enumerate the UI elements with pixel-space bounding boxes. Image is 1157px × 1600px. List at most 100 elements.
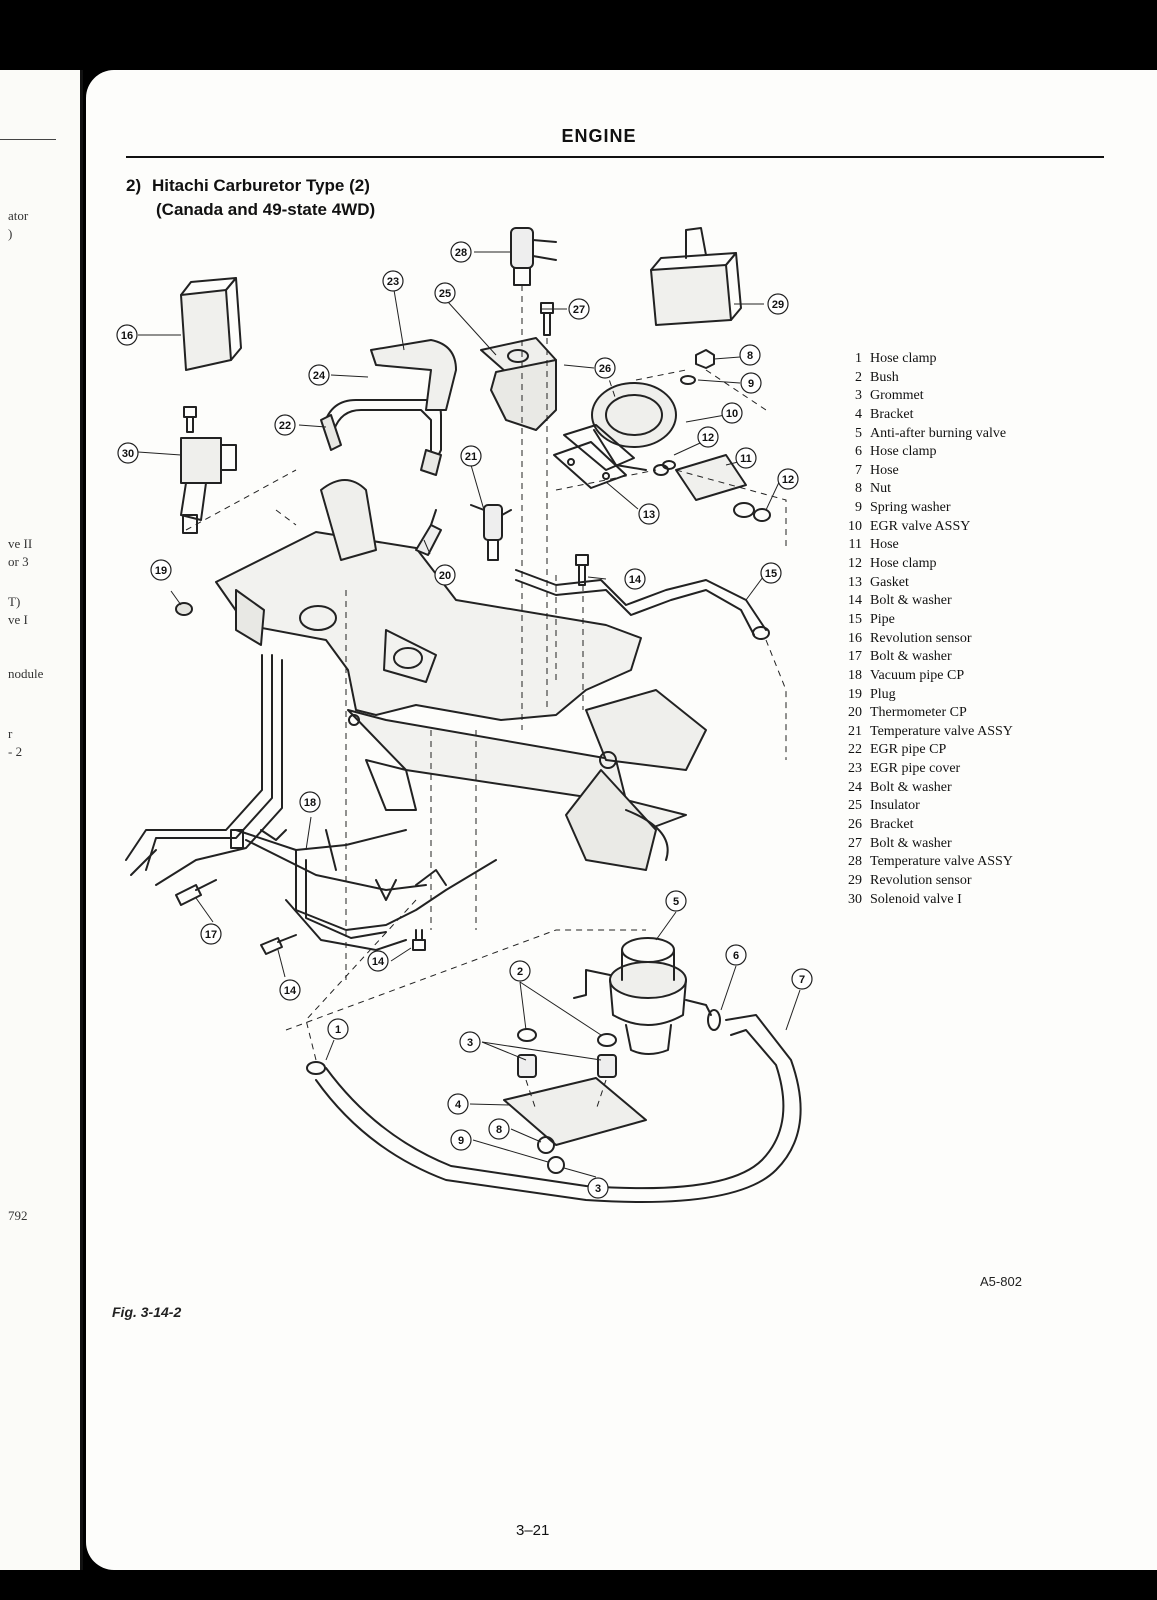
callout-12-lower: 12 [777, 468, 799, 490]
svg-text:24: 24 [313, 370, 326, 382]
page-number: 3–21 [516, 1522, 550, 1539]
svg-text:7: 7 [799, 974, 805, 986]
anti-after-burning-valve [573, 937, 712, 1055]
callout-15: 15 [760, 562, 782, 584]
adjacent-page-fragment: ator [8, 208, 29, 223]
adjacent-page-fragment: 792 [8, 1208, 28, 1223]
callout-16: 16 [116, 324, 138, 346]
svg-text:10: 10 [726, 408, 738, 420]
adjacent-page-fragment: r [8, 726, 13, 741]
plug [175, 602, 193, 616]
callout-30: 30 [117, 442, 139, 464]
lower-bracket [503, 1028, 647, 1174]
callout-11: 11 [735, 447, 757, 469]
hose-clamp-12 [662, 460, 771, 522]
svg-text:16: 16 [121, 330, 133, 342]
callout-26: 26 [594, 357, 616, 379]
svg-text:28: 28 [455, 247, 467, 259]
revolution-sensor-16 [180, 277, 242, 371]
callout-18: 18 [299, 791, 321, 813]
svg-text:14: 14 [372, 956, 385, 968]
svg-text:17: 17 [205, 929, 217, 941]
svg-text:19: 19 [155, 565, 167, 577]
callout-14-center: 14 [367, 950, 389, 972]
section-title: 2)Hitachi Carburetor Type (2) [126, 174, 370, 198]
callout-22: 22 [274, 414, 296, 436]
svg-text:1: 1 [335, 1024, 341, 1036]
callout-3-upper: 3 [459, 1031, 481, 1053]
bolt-27 [540, 302, 554, 336]
intake-manifold [215, 479, 707, 871]
callout-9-lower: 9 [450, 1129, 472, 1151]
temperature-valve-21 [470, 504, 512, 561]
svg-text:14: 14 [284, 985, 297, 997]
svg-text:9: 9 [748, 378, 754, 390]
adjacent-page-fragment: - 2 [8, 744, 23, 759]
callout-14-upper: 14 [624, 568, 646, 590]
callout-25: 25 [434, 282, 456, 304]
egr-bracket [480, 337, 557, 431]
svg-text:2: 2 [517, 966, 523, 978]
svg-text:3: 3 [595, 1183, 601, 1195]
bolt-14-left [260, 934, 297, 955]
svg-text:12: 12 [702, 432, 714, 444]
svg-text:15: 15 [765, 568, 777, 580]
callout-6: 6 [725, 944, 747, 966]
callout-28: 28 [450, 241, 472, 263]
temperature-valve-top [510, 227, 557, 286]
manual-page: ENGINE 2)Hitachi Carburetor Type (2) (Ca… [86, 70, 1157, 1570]
solenoid-valve [180, 406, 237, 534]
egr-pipe-cover [370, 339, 457, 411]
callout-1: 1 [327, 1018, 349, 1040]
svg-text:23: 23 [387, 276, 399, 288]
svg-text:14: 14 [629, 574, 642, 586]
svg-text:27: 27 [573, 304, 585, 316]
callout-12-upper: 12 [697, 426, 719, 448]
svg-text:11: 11 [740, 453, 752, 465]
callout-17: 17 [200, 923, 222, 945]
callout-13: 13 [638, 503, 660, 525]
svg-text:22: 22 [279, 420, 291, 432]
adjacent-page-edge: ator ) ve II or 3 T) ve I nodule r - 2 7… [0, 70, 83, 1570]
pipe-15 [515, 569, 770, 640]
callout-4: 4 [447, 1093, 469, 1115]
svg-text:5: 5 [673, 896, 679, 908]
adjacent-page-fragment: ve II [8, 536, 33, 551]
callout-23: 23 [382, 270, 404, 292]
svg-text:21: 21 [465, 451, 477, 463]
thermometer [415, 509, 442, 556]
section-title-text: Hitachi Carburetor Type (2) [152, 176, 370, 195]
adjacent-page-fragment: or 3 [8, 554, 29, 569]
svg-text:6: 6 [733, 950, 739, 962]
egr-valve [563, 382, 677, 471]
adjacent-page-fragment: nodule [8, 666, 44, 681]
hose-clamp-1 [306, 1061, 326, 1075]
callout-24: 24 [308, 364, 330, 386]
bolt-14-center [412, 929, 426, 951]
svg-text:18: 18 [304, 797, 316, 809]
svg-text:3: 3 [467, 1037, 473, 1049]
svg-text:13: 13 [643, 509, 655, 521]
svg-text:25: 25 [439, 288, 451, 300]
callout-14-left: 14 [279, 979, 301, 1001]
revolution-sensor-29 [650, 227, 742, 326]
svg-text:30: 30 [122, 448, 134, 460]
hose-11 [653, 454, 755, 518]
callout-29: 29 [767, 293, 789, 315]
